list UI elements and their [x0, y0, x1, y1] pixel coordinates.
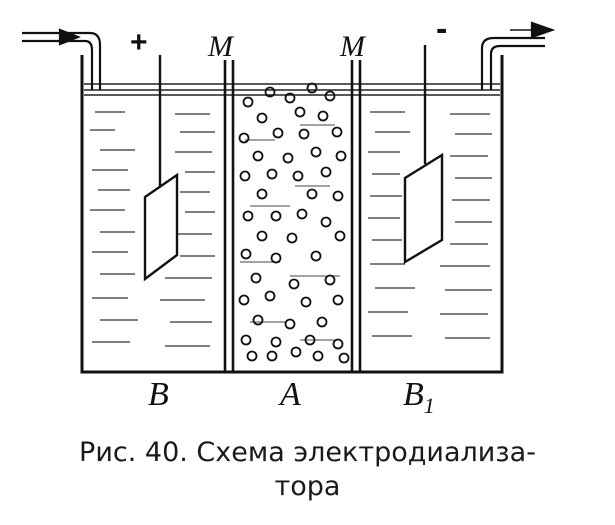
- tank-wall: [80, 55, 504, 374]
- caption-line-1: Рис. 40. Схема электродиализа-: [79, 437, 536, 468]
- label-electrode-plus: +: [130, 26, 148, 59]
- particles: [238, 82, 350, 364]
- caption-line-2: тора: [274, 471, 341, 502]
- label-chamber-b: B: [148, 376, 169, 413]
- electrode-negative: [403, 45, 444, 265]
- outlet-pipe: [480, 21, 556, 90]
- label-membrane-left: M: [207, 30, 235, 63]
- label-chamber-a: A: [278, 376, 301, 413]
- label-chamber-b1: B1: [403, 376, 435, 418]
- outlet-arrow-icon: [530, 21, 556, 39]
- electrode-positive: [143, 55, 179, 282]
- tank: [80, 55, 504, 374]
- label-electrode-minus: -: [436, 10, 447, 48]
- water-hatching-middle: [240, 124, 340, 341]
- label-membrane-right: M: [339, 30, 367, 63]
- inlet-arrow-icon: [58, 28, 82, 46]
- inlet-pipe: [22, 28, 102, 90]
- membranes: [223, 60, 362, 372]
- water-hatching-left: [90, 111, 215, 347]
- water-hatching-right: [368, 111, 492, 339]
- water-surface: [84, 83, 500, 96]
